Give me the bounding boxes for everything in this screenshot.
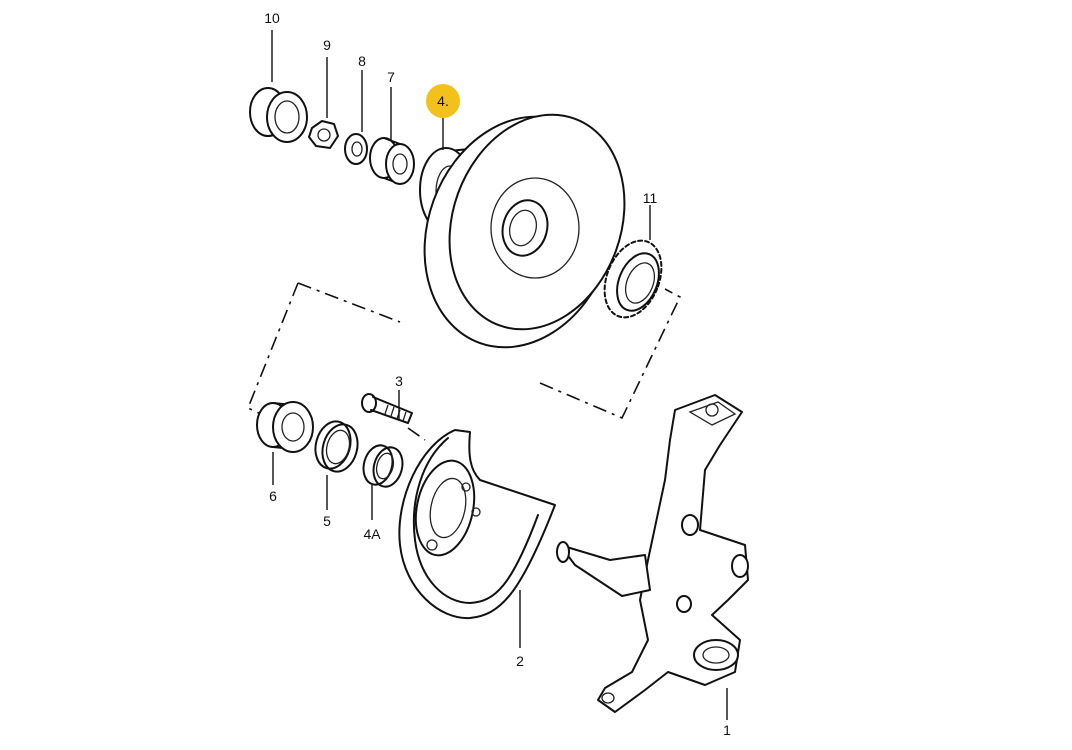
label-part-11[interactable]: 11 — [643, 190, 658, 206]
steering-knuckle-part — [556, 394, 749, 713]
label-part-3[interactable]: 3 — [395, 373, 403, 389]
label-part-10[interactable]: 10 — [264, 10, 280, 26]
guide-line-center — [407, 427, 426, 441]
label-part-5[interactable]: 5 — [323, 513, 331, 529]
guide-line-left — [246, 282, 299, 416]
label-part-8[interactable]: 8 — [358, 53, 366, 69]
hex-nut-part — [308, 120, 339, 149]
guide-line-upper — [297, 282, 401, 323]
dust-cap-part — [249, 87, 308, 143]
abs-tone-ring-part — [603, 239, 663, 319]
race-4a-part — [362, 444, 404, 488]
highlight-marker — [426, 84, 460, 118]
bearing-race-part — [314, 420, 359, 473]
label-part-9[interactable]: 9 — [323, 37, 331, 53]
label-part-1[interactable]: 1 — [723, 722, 731, 738]
label-part-7[interactable]: 7 — [387, 69, 395, 85]
label-part-4a[interactable]: 4A — [363, 526, 381, 542]
bolt-part — [361, 393, 413, 424]
thrust-washer-part — [344, 133, 368, 165]
label-part-6[interactable]: 6 — [269, 488, 277, 504]
label-part-4[interactable]: 4. — [437, 93, 449, 109]
assembly-guide-lines — [246, 282, 682, 441]
leader-lines — [271, 30, 728, 720]
guide-line-right — [539, 288, 682, 420]
inner-bearing-part — [256, 401, 314, 453]
part-labels: 10 9 8 7 4. 11 3 6 5 4A 2 1 — [264, 10, 731, 738]
splash-shield-part — [398, 429, 556, 620]
brake-disc-hub-part — [419, 113, 626, 349]
outer-bearing-part — [369, 137, 415, 185]
label-part-2[interactable]: 2 — [516, 653, 524, 669]
